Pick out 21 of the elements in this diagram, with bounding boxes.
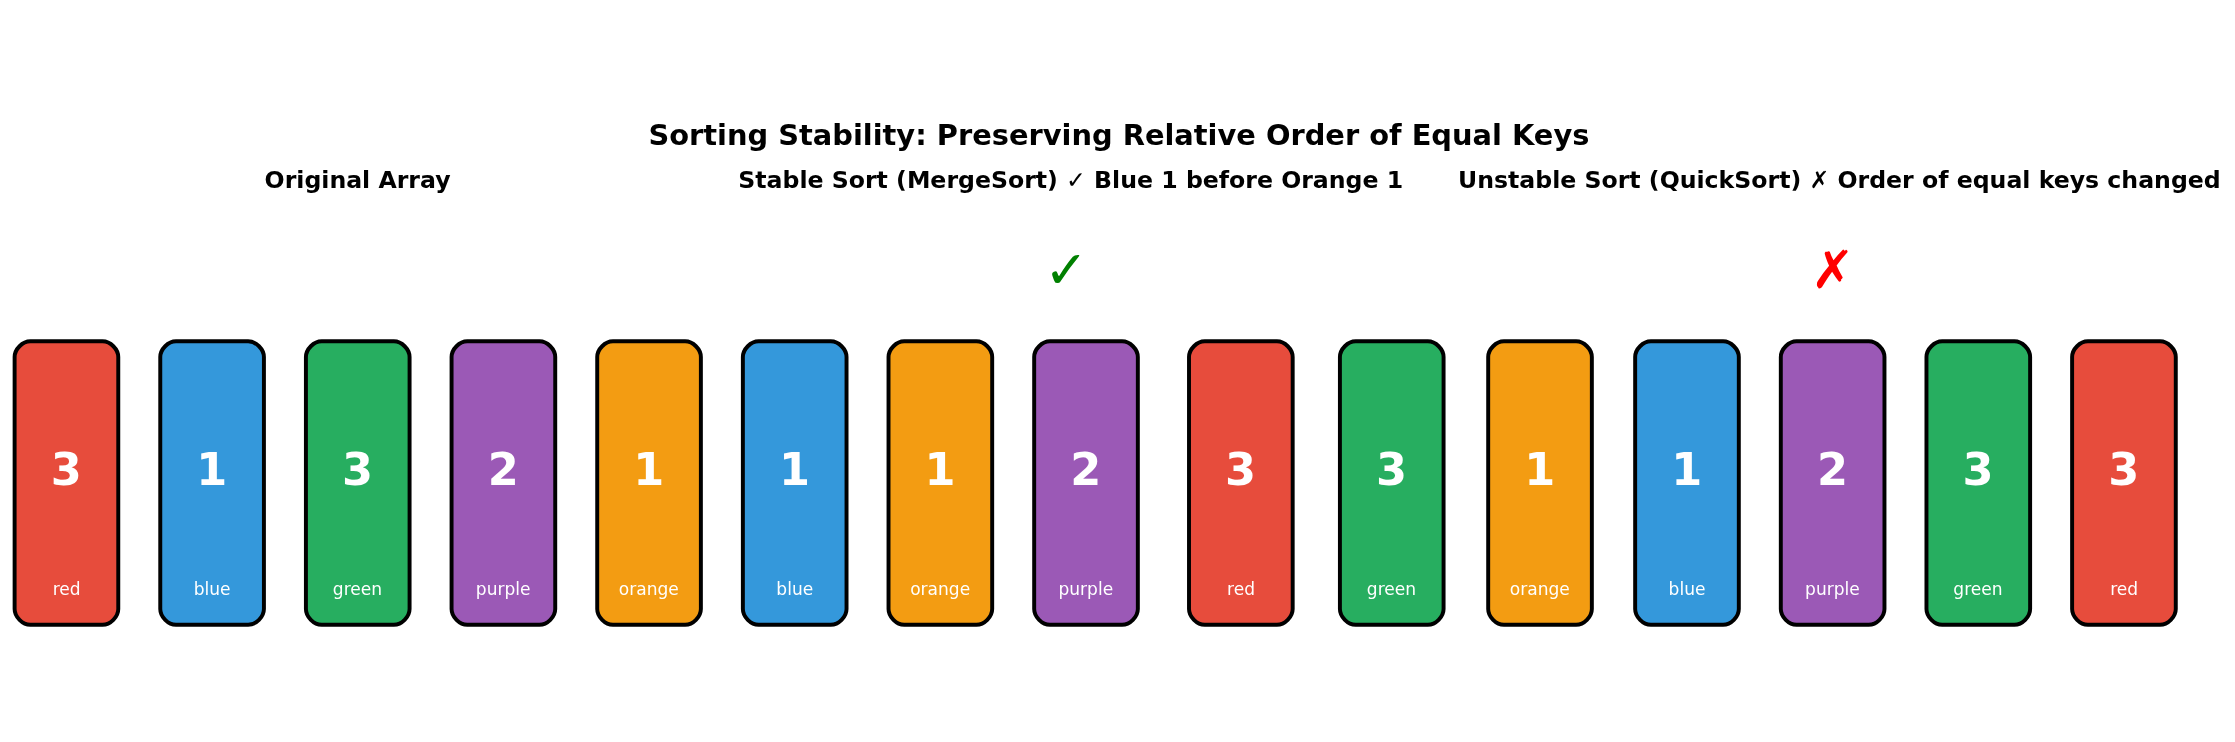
node-box: 1 orange bbox=[595, 338, 703, 627]
node-box: 2 purple bbox=[1778, 338, 1887, 627]
node-box: 1 blue bbox=[740, 338, 849, 627]
node-box: 3 green bbox=[1337, 338, 1446, 627]
node-box: 2 purple bbox=[449, 338, 558, 627]
node-box: 3 green bbox=[1924, 338, 2033, 627]
node-box: 1 blue bbox=[1633, 338, 1741, 627]
label: Stable Sort (MergeSort) ✓ Blue 1 before Orange 1 bbox=[738, 165, 1404, 194]
label: Original Array bbox=[264, 165, 451, 194]
diagram-title: Sorting Stability: Preserving Relative Order of Equal Keys bbox=[648, 117, 1590, 152]
label: ✗ bbox=[1810, 238, 1855, 300]
label: ✓ bbox=[1044, 238, 1089, 300]
node-box: 3 green bbox=[303, 338, 412, 627]
node-box: 1 orange bbox=[1486, 338, 1594, 627]
label: Unstable Sort (QuickSort) ✗ Order of equal keys changed bbox=[1458, 165, 2221, 194]
node-box: 3 red bbox=[12, 338, 121, 627]
node-box: 1 blue bbox=[158, 338, 266, 627]
node-box: 1 orange bbox=[886, 338, 995, 627]
node-box: 3 red bbox=[2070, 338, 2178, 627]
node-box: 2 purple bbox=[1032, 338, 1140, 627]
node-box: 3 red bbox=[1187, 338, 1295, 627]
